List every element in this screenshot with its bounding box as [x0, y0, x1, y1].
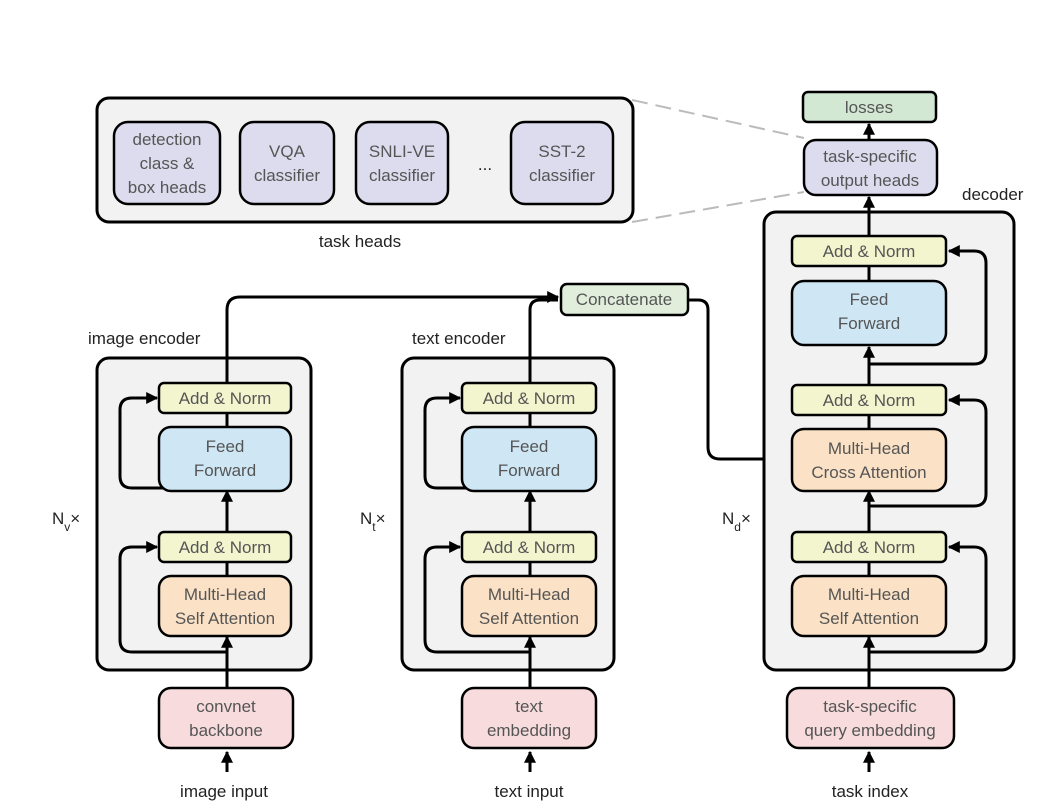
decoder-add-norm-2: Add & Norm	[790, 383, 948, 417]
convnet-backbone: convnet backbone	[157, 686, 295, 750]
text-self-attention-line-2: Self Attention	[479, 609, 579, 628]
sst-2-classifier: SST-2 classifier	[509, 120, 615, 206]
task-index-label: task index	[832, 782, 909, 801]
text-feed-forward: Feed Forward	[460, 425, 598, 493]
text-embedding: text embedding	[460, 686, 598, 750]
ellipsis: ...	[478, 155, 492, 174]
text-add-norm-bottom-label: Add & Norm	[483, 538, 576, 557]
decoder-cross-attention-line-1: Multi-Head	[828, 439, 910, 458]
text-feed-forward-line-2: Forward	[498, 461, 560, 480]
sst-2-classifier-line-1: SST-2	[538, 142, 585, 161]
text-input-label: text input	[495, 782, 564, 801]
task-output-heads-line-2: output heads	[821, 171, 919, 190]
image-add-norm-bottom-label: Add & Norm	[179, 538, 272, 557]
text-encoder-label: text encoder	[412, 329, 506, 348]
convnet-backbone-line-2: backbone	[189, 721, 263, 740]
decoder-self-attention: Multi-Head Self Attention	[790, 574, 948, 638]
detection-head: detection class & box heads	[112, 120, 222, 206]
vqa-classifier-line-2: classifier	[254, 166, 320, 185]
task-heads-label: task heads	[319, 232, 401, 251]
decoder-self-attention-line-1: Multi-Head	[828, 585, 910, 604]
detection-head-line-2: class &	[140, 154, 195, 173]
snli-ve-classifier-line-1: SNLI-VE	[369, 142, 435, 161]
decoder-cross-attention-line-2: Cross Attention	[811, 463, 926, 482]
decoder-add-norm-3-label: Add & Norm	[823, 538, 916, 557]
image-encoder-label: image encoder	[88, 329, 201, 348]
image-add-norm-top-label: Add & Norm	[179, 389, 272, 408]
convnet-backbone-line-1: convnet	[196, 697, 256, 716]
losses-block: losses	[801, 90, 938, 124]
image-self-attention-line-2: Self Attention	[175, 609, 275, 628]
text-add-norm-top: Add & Norm	[460, 381, 598, 415]
image-feed-forward-line-1: Feed	[206, 437, 245, 456]
decoder-repeat: Nd×	[722, 509, 751, 534]
vqa-classifier-line-1: VQA	[269, 142, 306, 161]
image-encoder-repeat: Nv×	[52, 509, 80, 534]
detection-head-line-3: box heads	[128, 178, 206, 197]
decoder-label: decoder	[962, 185, 1024, 204]
decoder-feed-forward-line-1: Feed	[850, 290, 889, 309]
decoder-add-norm-1: Add & Norm	[790, 234, 948, 268]
image-self-attention: Multi-Head Self Attention	[157, 574, 293, 638]
decoder-self-attention-line-2: Self Attention	[819, 609, 919, 628]
task-query-embedding-line-1: task-specific	[823, 697, 917, 716]
task-output-heads: task-specific output heads	[802, 138, 939, 197]
task-query-embedding-line-2: query embedding	[804, 721, 935, 740]
snli-ve-classifier: SNLI-VE classifier	[354, 120, 450, 206]
concatenate-block: Concatenate	[559, 282, 690, 317]
image-add-norm-bottom: Add & Norm	[157, 530, 293, 564]
sst-2-classifier-line-2: classifier	[529, 166, 595, 185]
vqa-classifier: VQA classifier	[238, 120, 336, 206]
text-add-norm-top-label: Add & Norm	[483, 389, 576, 408]
text-encoder-repeat: Nt×	[360, 509, 386, 534]
text-self-attention-line-1: Multi-Head	[488, 585, 570, 604]
decoder-feed-forward-line-2: Forward	[838, 314, 900, 333]
decoder-add-norm-1-label: Add & Norm	[823, 242, 916, 261]
image-feed-forward: Feed Forward	[157, 425, 293, 493]
decoder-add-norm-2-label: Add & Norm	[823, 391, 916, 410]
image-feed-forward-line-2: Forward	[194, 461, 256, 480]
concatenate-label: Concatenate	[576, 290, 672, 309]
task-query-embedding: task-specific query embedding	[785, 686, 956, 750]
detection-head-line-1: detection	[133, 130, 202, 149]
decoder-feed-forward: Feed Forward	[790, 279, 948, 347]
losses-label: losses	[845, 98, 893, 117]
text-add-norm-bottom: Add & Norm	[460, 530, 598, 564]
decoder-add-norm-3: Add & Norm	[790, 530, 948, 564]
text-feed-forward-line-1: Feed	[510, 437, 549, 456]
text-embedding-line-2: embedding	[487, 721, 571, 740]
text-self-attention: Multi-Head Self Attention	[460, 574, 598, 638]
image-self-attention-line-1: Multi-Head	[184, 585, 266, 604]
image-add-norm-top: Add & Norm	[157, 381, 293, 415]
task-heads-panel: detection class & box heads VQA classifi…	[95, 96, 635, 224]
decoder-cross-attention: Multi-Head Cross Attention	[790, 427, 948, 493]
task-output-heads-line-1: task-specific	[823, 147, 917, 166]
image-input-label: image input	[180, 782, 268, 801]
text-embedding-line-1: text	[515, 697, 543, 716]
snli-ve-classifier-line-2: classifier	[369, 166, 435, 185]
